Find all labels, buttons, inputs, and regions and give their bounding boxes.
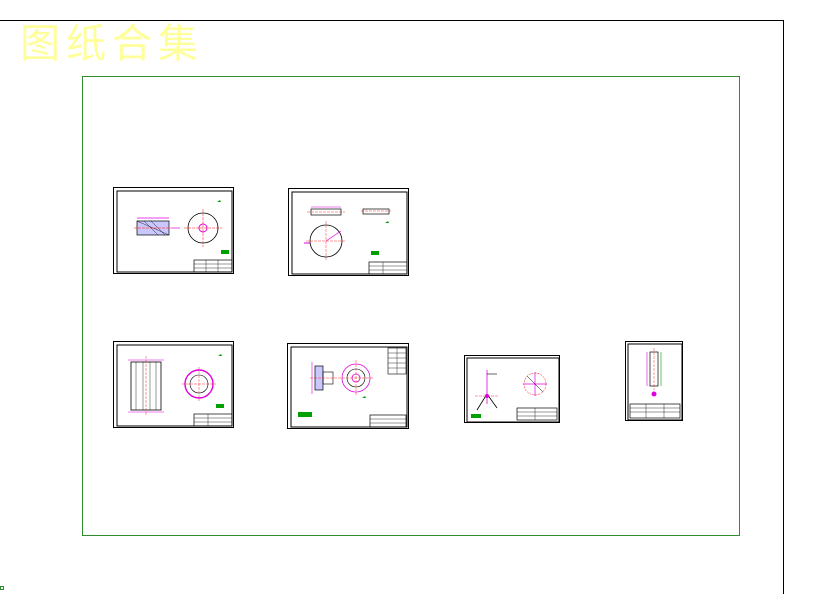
drawing-sheet-4[interactable]: [287, 343, 409, 429]
drawing-sheet-1[interactable]: [113, 187, 234, 274]
drawing-sheet-2[interactable]: [288, 188, 409, 276]
drawing-sheet-6-content: [627, 343, 683, 421]
drawing-sheet-3[interactable]: [113, 341, 234, 428]
drawing-collection-title: 图纸合集: [20, 21, 204, 67]
drawing-border-right: [783, 20, 784, 594]
drawing-border-top: [0, 20, 784, 21]
drawing-sheet-2-content: [291, 191, 408, 275]
ucs-icon: [0, 586, 4, 590]
layout-frame[interactable]: [82, 76, 740, 536]
drawing-sheet-5[interactable]: [464, 355, 560, 423]
drawing-sheet-6[interactable]: [625, 341, 683, 421]
drawing-sheet-5-content: [466, 357, 560, 423]
drawing-sheet-1-content: [116, 190, 233, 273]
drawing-sheet-3-content: [116, 344, 233, 427]
drawing-sheet-4-content: [290, 346, 408, 428]
